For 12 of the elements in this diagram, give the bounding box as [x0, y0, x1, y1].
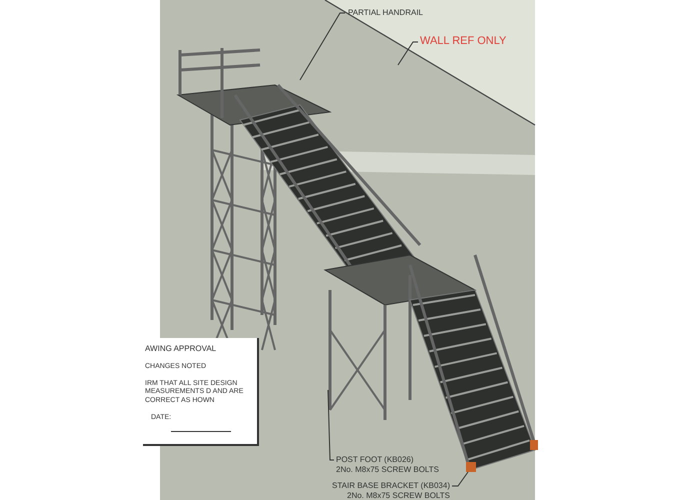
- panel-heading: AWING APPROVAL: [145, 344, 218, 354]
- leader-line: [452, 472, 468, 486]
- note-text: 2No. M8x75 SCREW BOLTS: [336, 464, 439, 474]
- part-label: POST FOOT (KB026): [336, 455, 415, 465]
- leader-line: [300, 12, 346, 80]
- note-text: 2No. M8x75 SCREW BOLTS: [346, 490, 450, 500]
- leader-line: [328, 390, 334, 460]
- leader-line: [398, 42, 418, 66]
- part-label: WALL REF ONLY: [420, 35, 506, 48]
- part-label: STAIR BASE BRACKET (KB034): [331, 481, 450, 491]
- approval-panel: [143, 338, 259, 446]
- part-label: PARTIAL HANDRAIL: [348, 8, 423, 18]
